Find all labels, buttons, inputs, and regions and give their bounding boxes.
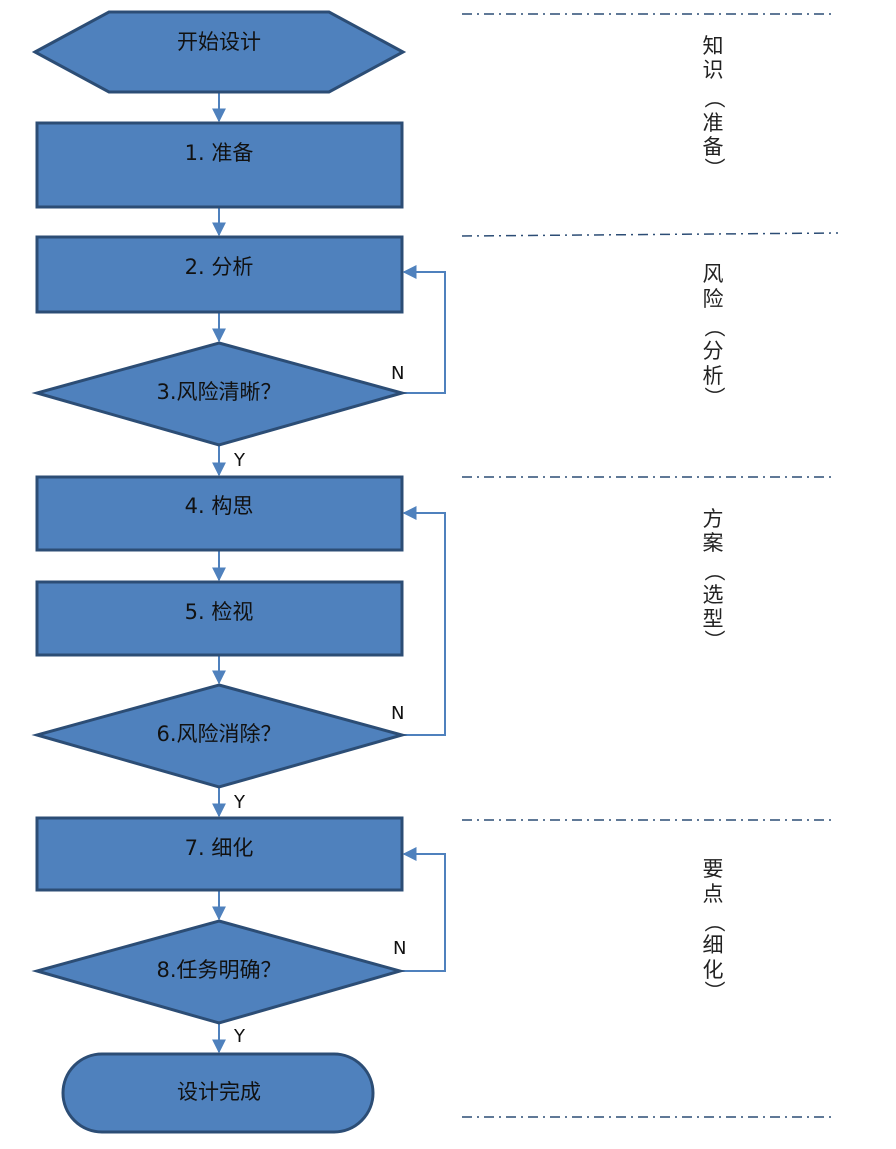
phase-label-char: （ [702, 88, 726, 109]
phase-label-char: 案 [703, 531, 724, 555]
phase-label-char: ） [702, 158, 726, 179]
process-conceive-label: 4. 构思 [185, 494, 254, 518]
phase-label-char: 险 [703, 287, 724, 311]
phase-label-char: ） [702, 981, 726, 1002]
phase-label-risk: 风 险 （ 分 析 ） [702, 262, 726, 408]
phase-label-char: ） [702, 387, 726, 408]
decision-risk-clear-label: 3.风险清晰？ [156, 380, 281, 404]
process-prepare-label: 1. 准备 [185, 141, 254, 165]
decision-risk-removed-label: 6.风险消除？ [156, 722, 281, 746]
phase-label-char: （ [702, 317, 726, 338]
phase-label-solution: 方 案 （ 选 型 ） [702, 507, 726, 651]
phase-label-char: 知 [703, 34, 724, 58]
phase-divider-2 [461, 232, 839, 237]
phase-label-char: 备 [703, 135, 724, 159]
end-node-label: 设计完成 [177, 1080, 261, 1104]
phase-label-char: （ [702, 912, 726, 933]
process-conceive: 4. 构思 [35, 475, 404, 552]
phase-label-char: 点 [703, 882, 724, 906]
phase-label-knowledge: 知 识 （ 准 备 ） [702, 34, 726, 179]
edge-label-yes-8: Y [233, 1026, 246, 1047]
edge-label-yes-6: Y [233, 792, 246, 813]
phase-label-char: 化 [703, 958, 724, 982]
phase-label-char: 准 [703, 111, 724, 135]
phase-label-char: 型 [703, 607, 724, 631]
phase-label-char: 风 [703, 262, 724, 286]
edge-label-no-6: N [391, 703, 404, 724]
decision-risk-clear: 3.风险清晰？ [31, 341, 408, 447]
edge-label-no-3: N [391, 363, 404, 384]
process-analyze: 2. 分析 [35, 235, 404, 314]
start-node-label: 开始设计 [177, 30, 261, 54]
phase-label-char: 分 [703, 339, 724, 363]
process-review: 5. 检视 [35, 580, 404, 657]
decision-task-clear: 8.任务明确？ [31, 919, 406, 1025]
phase-label-char: 要 [703, 857, 724, 881]
phase-label-char: ） [702, 630, 726, 651]
phase-label-char: 识 [703, 58, 724, 82]
edge-task-clear-no-loop [400, 847, 446, 972]
process-refine: 7. 细化 [35, 816, 404, 892]
phase-label-char: 方 [703, 507, 724, 531]
phase-label-char: 析 [703, 364, 724, 388]
phase-label-char: （ [702, 561, 726, 582]
edge-risk-removed-no-loop [402, 506, 446, 736]
decision-risk-removed: 6.风险消除？ [31, 683, 408, 789]
process-analyze-label: 2. 分析 [185, 255, 254, 279]
phase-label-char: 细 [703, 933, 724, 957]
process-review-label: 5. 检视 [185, 600, 254, 624]
edge-label-yes-3: Y [233, 450, 246, 471]
process-refine-label: 7. 细化 [185, 836, 254, 860]
process-prepare: 1. 准备 [35, 121, 404, 209]
phase-label-char: 选 [703, 583, 724, 607]
end-node: 设计完成 [61, 1052, 375, 1134]
decision-task-clear-label: 8.任务明确？ [156, 958, 281, 982]
phase-label-essentials: 要 点 （ 细 化 ） [702, 857, 726, 1002]
start-node: 开始设计 [31, 10, 407, 94]
edge-risk-clear-no-loop [402, 265, 446, 394]
edge-label-no-8: N [393, 938, 406, 959]
